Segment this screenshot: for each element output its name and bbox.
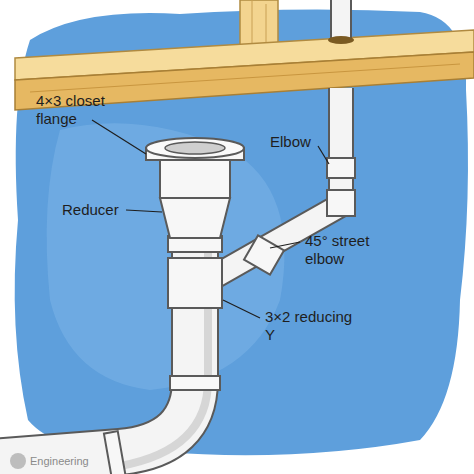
main-pipe-outline <box>0 235 195 462</box>
main-pipe <box>0 235 195 462</box>
y-fitting <box>168 258 222 308</box>
leader-line <box>318 146 329 164</box>
leader-line <box>92 120 146 154</box>
floor-hole <box>328 36 354 44</box>
part-label: 45° street elbow <box>305 232 385 268</box>
reducer <box>160 198 230 238</box>
part-label: 3×2 reducing Y <box>265 308 355 344</box>
part-label: Reducer <box>62 201 119 219</box>
part-label: Elbow <box>270 133 311 151</box>
vent-pipe <box>331 0 351 40</box>
wood-grain <box>30 64 460 92</box>
leader-line <box>223 300 260 318</box>
part-label: 4×3 closet flange <box>36 92 118 128</box>
pipe-hub <box>104 431 126 474</box>
wood-grain <box>252 0 253 46</box>
flange-top <box>146 138 244 158</box>
background-wash-light <box>47 123 285 390</box>
leader-line <box>126 210 162 212</box>
elbow-hub <box>327 190 355 216</box>
elbow-hub <box>327 158 355 178</box>
watermark: Engineering <box>30 455 89 468</box>
flange-opening <box>165 142 225 154</box>
watermark-logo <box>10 453 26 469</box>
wood-grain <box>266 4 267 44</box>
street-elbow-hub <box>244 235 284 274</box>
pipe-hub <box>170 376 220 390</box>
leader-line <box>270 242 300 248</box>
flange-body <box>160 160 230 198</box>
